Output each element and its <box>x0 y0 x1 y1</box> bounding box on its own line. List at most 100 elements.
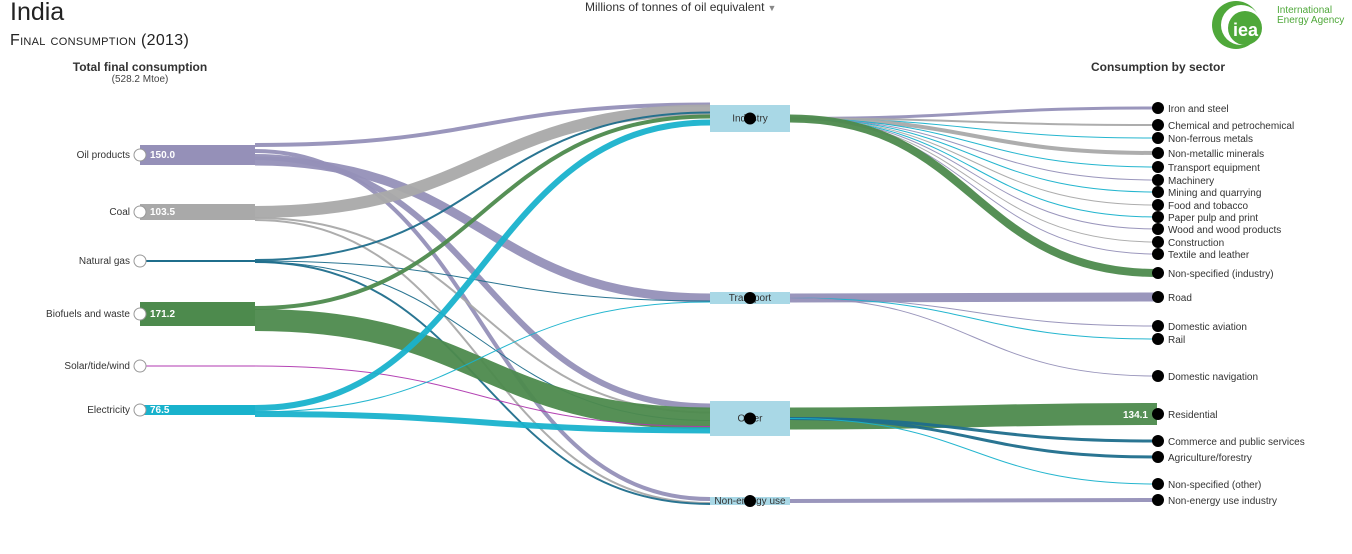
source-toggle-solar[interactable] <box>133 359 147 373</box>
flow-transport-to-sector <box>789 297 1158 327</box>
hub-toggle-industry[interactable] <box>744 112 756 125</box>
flow-industry-to-sector <box>789 118 1158 181</box>
source-toggle-biofuels[interactable] <box>133 307 147 321</box>
sector-label: Residential <box>1168 410 1217 421</box>
sector-toggle[interactable] <box>1152 370 1164 382</box>
sector-toggle[interactable] <box>1152 291 1164 303</box>
flow-transport-to-sector <box>789 297 1158 377</box>
flow-coal-to-other <box>254 217 711 414</box>
flow-solar-to-other <box>254 365 711 427</box>
sector-label: Transport equipment <box>1168 163 1260 174</box>
sector-label: Food and tobacco <box>1168 201 1248 212</box>
sector-label: Domestic navigation <box>1168 372 1258 383</box>
flow-industry-to-sector <box>789 114 1158 277</box>
sector-toggle[interactable] <box>1152 174 1164 186</box>
source-toggle-oil[interactable] <box>133 148 147 162</box>
flow-industry-to-sector <box>789 106 1158 120</box>
left-column-title: Total final consumption <box>72 60 208 74</box>
source-value-oil: 150.0 <box>150 150 175 161</box>
sector-toggle[interactable] <box>1152 408 1164 420</box>
hub-toggle-other[interactable] <box>744 412 756 425</box>
flow-oil-to-nonenergy <box>254 149 711 501</box>
sector-label: Domestic aviation <box>1168 322 1247 333</box>
source-value-coal: 103.5 <box>150 207 175 218</box>
iea-logo-line1: International <box>1277 5 1333 16</box>
sector-toggle[interactable] <box>1152 211 1164 223</box>
sector-toggle[interactable] <box>1152 161 1164 173</box>
unit-selector[interactable]: Millions of tonnes of oil equivalent▼ <box>585 0 776 14</box>
sector-label: Non-ferrous metals <box>1168 134 1253 145</box>
sector-toggle[interactable] <box>1152 132 1164 144</box>
page-subtitle: Final consumption (2013) <box>10 32 190 49</box>
flow-nonenergy-to-sector <box>789 498 1158 503</box>
source-toggle-electricity[interactable] <box>133 403 147 417</box>
sector-toggle[interactable] <box>1152 435 1164 447</box>
flow-coal-to-industry <box>254 104 711 218</box>
sector-label: Construction <box>1168 238 1224 249</box>
sector-label: Non-specified (other) <box>1168 480 1261 491</box>
sector-label: Chemical and petrochemical <box>1168 121 1294 132</box>
sector-toggle[interactable] <box>1152 236 1164 248</box>
sector-value: 134.1 <box>1123 410 1148 421</box>
flow-biofuels-to-other <box>254 309 711 430</box>
sector-label: Agriculture/forestry <box>1168 453 1252 464</box>
sector-toggle[interactable] <box>1152 451 1164 463</box>
sector-label: Road <box>1168 293 1192 304</box>
sector-label: Non-specified (industry) <box>1168 269 1274 280</box>
source-label-coal: Coal <box>109 207 130 218</box>
flow-industry-to-sector <box>789 118 1158 255</box>
flow-industry-to-sector <box>789 116 1158 155</box>
sector-label: Commerce and public services <box>1168 437 1305 448</box>
left-column-subtitle: (528.2 Mtoe) <box>111 74 169 85</box>
sector-toggle[interactable] <box>1152 333 1164 345</box>
flow-biofuels-to-industry <box>254 114 711 310</box>
source-value-electricity: 76.5 <box>150 405 170 416</box>
source-label-biofuels: Biofuels and waste <box>46 309 130 320</box>
flow-other-to-sector <box>789 417 1158 459</box>
page-title: India <box>10 0 65 26</box>
flow-electricity-to-industry <box>254 119 711 411</box>
sector-label: Machinery <box>1168 176 1214 187</box>
sector-toggle[interactable] <box>1152 478 1164 490</box>
sector-toggle[interactable] <box>1152 186 1164 198</box>
source-toggle-coal[interactable] <box>133 205 147 219</box>
iea-logo-mark: iea <box>1212 1 1262 49</box>
flow-gas-to-nonenergy <box>254 261 711 505</box>
chevron-down-icon: ▼ <box>767 3 777 13</box>
right-column-title: Consumption by sector <box>1090 60 1225 74</box>
sector-toggle[interactable] <box>1152 267 1164 279</box>
hub-toggle-transport[interactable] <box>744 292 756 304</box>
sector-label: Rail <box>1168 335 1185 346</box>
sector-toggle[interactable] <box>1152 320 1164 332</box>
source-label-electricity: Electricity <box>87 405 130 416</box>
flow-transport-to-sector <box>789 297 1158 340</box>
source-label-gas: Natural gas <box>79 256 130 267</box>
sector-toggle[interactable] <box>1152 494 1164 506</box>
sector-toggle[interactable] <box>1152 119 1164 131</box>
sector-label: Wood and wood products <box>1168 225 1281 236</box>
flow-industry-to-sector <box>789 118 1158 193</box>
sector-label: Non-energy use industry <box>1168 496 1277 507</box>
source-toggle-gas[interactable] <box>133 254 147 268</box>
iea-logo-line2: Energy Agency <box>1277 15 1345 26</box>
source-label-solar: Solar/tide/wind <box>64 361 130 372</box>
sector-label: Textile and leather <box>1168 250 1250 261</box>
iea-logo-letters: iea <box>1233 20 1259 40</box>
sector-toggle[interactable] <box>1152 199 1164 211</box>
flow-electricity-to-transport <box>254 301 711 413</box>
sector-toggle[interactable] <box>1152 147 1164 159</box>
sector-label: Paper pulp and print <box>1168 213 1258 224</box>
flow-gas-to-industry <box>254 111 711 261</box>
sector-toggle[interactable] <box>1152 102 1164 114</box>
source-label-oil: Oil products <box>77 150 130 161</box>
sector-toggle[interactable] <box>1152 248 1164 260</box>
sector-toggle[interactable] <box>1152 223 1164 235</box>
sector-label: Non-metallic minerals <box>1168 149 1264 160</box>
flow-other-to-sector <box>789 418 1158 485</box>
flow-electricity-to-other <box>254 411 711 434</box>
sector-label: Mining and quarrying <box>1168 188 1261 199</box>
hub-toggle-nonenergy[interactable] <box>744 495 756 507</box>
